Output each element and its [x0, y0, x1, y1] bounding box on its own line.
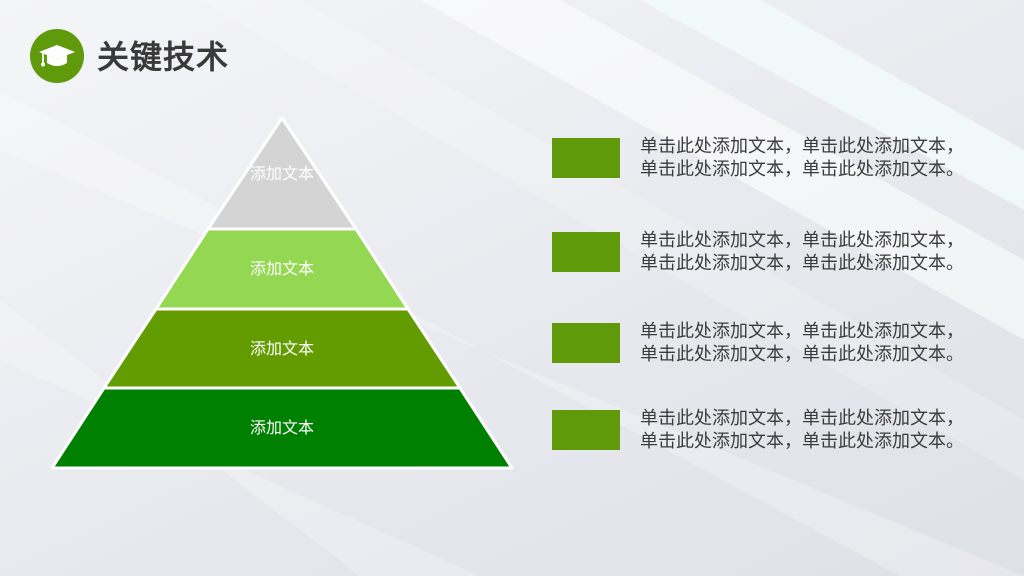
legend-text-box[interactable]: 单击此处添加文本，单击此处添加文本， 单击此处添加文本，单击此处添加文本。 [640, 407, 990, 453]
pyramid-tier-2-label: 添加文本 [249, 259, 314, 278]
legend-text-line: 单击此处添加文本，单击此处添加文本。 [640, 431, 964, 452]
legend-item: 单击此处添加文本，单击此处添加文本， 单击此处添加文本，单击此处添加文本。 [552, 320, 992, 368]
pyramid-tier-4-label: 添加文本 [249, 418, 314, 437]
graduation-cap-icon [30, 29, 84, 83]
legend-item: 单击此处添加文本，单击此处添加文本， 单击此处添加文本，单击此处添加文本。 [552, 135, 992, 183]
legend-text-line: 单击此处添加文本，单击此处添加文本， [640, 408, 964, 429]
legend-text-box[interactable]: 单击此处添加文本，单击此处添加文本， 单击此处添加文本，单击此处添加文本。 [640, 320, 990, 366]
pyramid-diagram: 添加文本 添加文本 添加文本 添加文本 [40, 110, 530, 480]
pyramid-tier-3-label: 添加文本 [249, 339, 314, 358]
legend-item: 单击此处添加文本，单击此处添加文本， 单击此处添加文本，单击此处添加文本。 [552, 407, 992, 455]
page-title: 关键技术 [97, 38, 230, 76]
legend-swatch [552, 323, 620, 363]
legend-text-line: 单击此处添加文本，单击此处添加文本， [640, 321, 964, 342]
legend-text-line: 单击此处添加文本，单击此处添加文本， [640, 136, 964, 157]
pyramid-tier-4[interactable] [50, 386, 514, 470]
legend-text-box[interactable]: 单击此处添加文本，单击此处添加文本， 单击此处添加文本，单击此处添加文本。 [640, 229, 990, 275]
legend-text-line: 单击此处添加文本，单击此处添加文本。 [640, 344, 964, 365]
legend-text-box[interactable]: 单击此处添加文本，单击此处添加文本， 单击此处添加文本，单击此处添加文本。 [640, 135, 990, 181]
pyramid-tier-1-label: 添加文本 [249, 164, 314, 183]
legend-text-line: 单击此处添加文本，单击此处添加文本。 [640, 159, 964, 180]
legend-swatch [552, 138, 620, 178]
legend-swatch [552, 232, 620, 272]
legend-text-line: 单击此处添加文本，单击此处添加文本， [640, 230, 964, 251]
legend-item: 单击此处添加文本，单击此处添加文本， 单击此处添加文本，单击此处添加文本。 [552, 229, 992, 277]
legend-swatch [552, 410, 620, 450]
legend-text-line: 单击此处添加文本，单击此处添加文本。 [640, 253, 964, 274]
